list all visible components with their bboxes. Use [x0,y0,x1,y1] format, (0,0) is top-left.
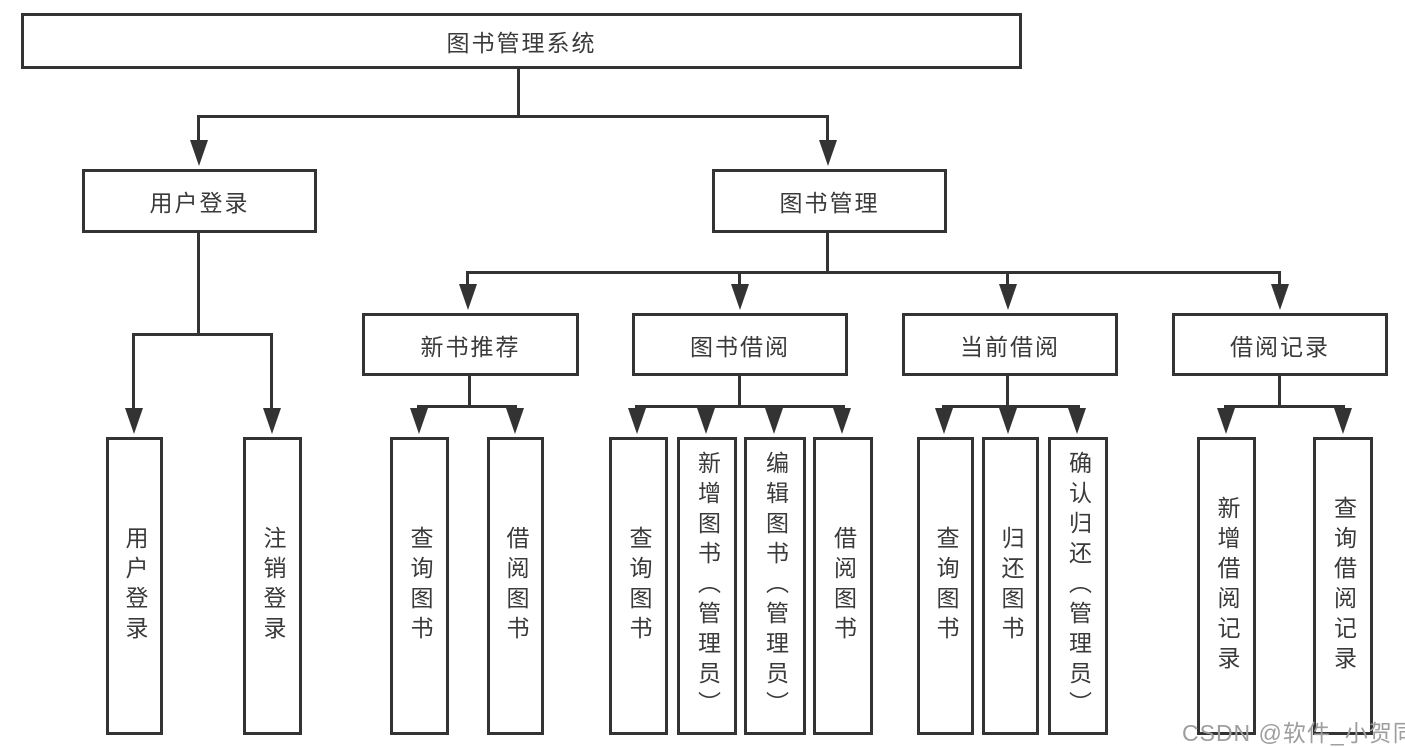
leaf-add-borrow-record-label: 新增借阅记录 [1214,496,1240,676]
arrowhead-leaf-query-record [1334,408,1352,434]
leaf-confirm-return-admin: 确认归还（管理员） [1048,437,1108,735]
connector-ul-left-drop [132,333,135,411]
arrowhead-book-borrow [731,284,749,310]
connector-l3-stub-new-book [466,271,469,286]
node-user-login: 用户登录 [82,169,317,233]
arrowhead-leaf-query-book-1 [410,408,428,434]
connector-book-borrow-down [738,376,741,408]
connector-ul-right-drop [270,333,273,411]
leaf-add-borrow-record: 新增借阅记录 [1197,437,1256,735]
arrowhead-leaf-borrow-book-2 [833,408,851,434]
connector-current-borrow-down [1006,376,1009,408]
connector-l3-stub-borrow-record [1278,271,1281,286]
connector-borrow-record-down [1278,376,1281,408]
node-book-borrow-label: 图书借阅 [690,333,790,360]
connector-new-book-down [468,376,471,408]
node-borrow-record-label: 借阅记录 [1230,333,1330,360]
leaf-add-book-admin-label: 新增图书（管理员） [694,451,721,721]
arrowhead-leaf-add-record [1217,408,1235,434]
leaf-borrow-book-1-label: 借阅图书 [503,526,529,646]
leaf-query-book-1-label: 查询图书 [407,526,433,646]
arrowhead-leaf-user-login [125,408,143,434]
leaf-query-book-1: 查询图书 [390,437,449,735]
leaf-query-book-2: 查询图书 [609,437,668,735]
node-user-login-label: 用户登录 [149,190,250,216]
connector-current-borrow-rail [942,405,1080,408]
leaf-query-borrow-record-label: 查询借阅记录 [1330,496,1357,676]
connector-user-login-stub [197,115,200,142]
connector-user-login-down [197,232,200,336]
connector-l3-stub-book-borrow [738,271,741,286]
leaf-add-book-admin: 新增图书（管理员） [677,437,737,735]
node-new-book-recommend: 新书推荐 [362,313,579,376]
leaf-borrow-book-2-label: 借阅图书 [830,526,857,646]
node-current-borrow-label: 当前借阅 [960,333,1060,360]
node-borrow-record: 借阅记录 [1172,313,1388,376]
arrowhead-book-mgmt [819,140,837,166]
arrowhead-leaf-query-book-2 [628,408,646,434]
connector-user-login-rail [132,333,273,336]
leaf-query-book-2-label: 查询图书 [626,526,652,646]
arrowhead-leaf-logout [263,408,281,434]
leaf-query-book-3-label: 查询图书 [933,526,959,646]
arrowhead-leaf-edit-book [765,408,783,434]
connector-borrow-record-rail [1224,405,1345,408]
leaf-borrow-book-2: 借阅图书 [813,437,873,735]
connector-l3-stub-current-borrow [1006,271,1009,286]
node-book-borrow: 图书借阅 [632,313,848,376]
arrowhead-current-borrow [999,284,1017,310]
arrowhead-user-login [190,140,208,166]
connector-root-drop [517,68,520,118]
arrowhead-leaf-add-book [697,408,715,434]
arrowhead-leaf-confirm-return [1068,408,1086,434]
connector-level2-rail [197,115,829,118]
csdn-watermark: CSDN @软件_小贺同学 [1182,720,1405,746]
connector-book-mgmt-down [826,232,829,274]
leaf-logout: 注销登录 [243,437,302,735]
connector-book-mgmt-stub [826,115,829,142]
arrowhead-leaf-borrow-book-1 [506,408,524,434]
arrowhead-new-book [459,284,477,310]
leaf-query-book-3: 查询图书 [917,437,974,735]
leaf-return-book: 归还图书 [982,437,1039,735]
node-book-management: 图书管理 [712,169,947,233]
leaf-return-book-label: 归还图书 [998,526,1024,646]
connector-book-borrow-rail [635,405,845,408]
node-root: 图书管理系统 [21,13,1022,69]
leaf-logout-label: 注销登录 [260,526,286,646]
node-root-label: 图书管理系统 [446,30,597,56]
node-current-borrow: 当前借阅 [902,313,1118,376]
node-book-management-label: 图书管理 [779,190,880,216]
leaf-query-borrow-record: 查询借阅记录 [1313,437,1373,735]
connector-new-book-rail [417,405,517,408]
connector-level3-rail [466,271,1281,274]
arrowhead-borrow-record [1271,284,1289,310]
leaf-borrow-book-1: 借阅图书 [487,437,544,735]
arrowhead-leaf-query-book-3 [935,408,953,434]
leaf-user-login: 用户登录 [106,437,163,735]
leaf-edit-book-admin-label: 编辑图书（管理员） [762,451,789,721]
leaf-edit-book-admin: 编辑图书（管理员） [744,437,806,735]
leaf-confirm-return-admin-label: 确认归还（管理员） [1065,451,1092,721]
leaf-user-login-label: 用户登录 [122,526,148,646]
arrowhead-leaf-return-book [999,408,1017,434]
node-new-book-recommend-label: 新书推荐 [420,333,521,360]
